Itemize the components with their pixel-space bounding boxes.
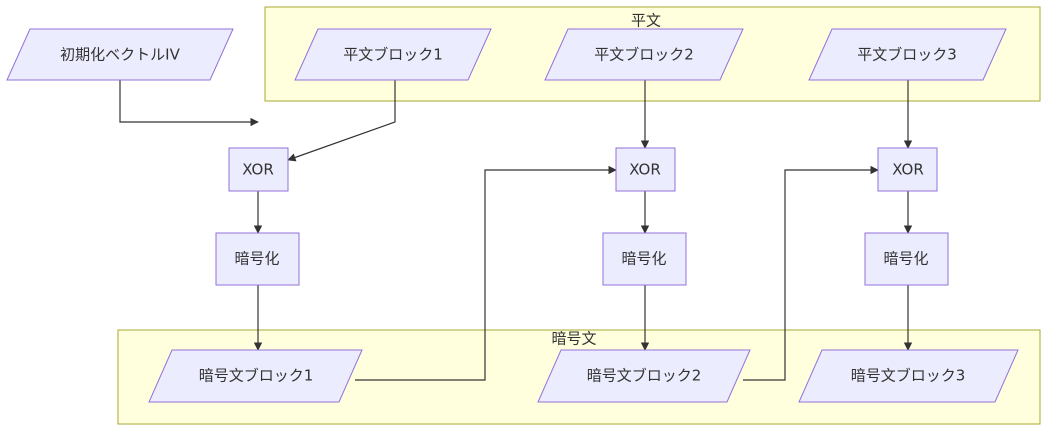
- node-xor3-shape: [877, 147, 938, 192]
- edges: [119, 80, 913, 381]
- node-p1: 平文ブロック1: [294, 28, 492, 81]
- node-xor3: XOR: [877, 147, 938, 192]
- node-c2: 暗号文ブロック2: [537, 349, 751, 403]
- node-p1-label: 平文ブロック1: [343, 46, 443, 64]
- node-iv-label: 初期化ベクトルIV: [60, 46, 180, 64]
- node-c3: 暗号文ブロック3: [798, 349, 1019, 403]
- node-enc3-label: 暗号化: [883, 250, 928, 268]
- node-c1-label: 暗号文ブロック1: [199, 367, 314, 385]
- node-iv-shape: [6, 28, 234, 81]
- node-xor2-label: XOR: [629, 161, 661, 179]
- node-c2-label: 暗号文ブロック2: [587, 367, 702, 385]
- node-xor1-shape: [228, 147, 289, 192]
- node-xor3-label: XOR: [892, 161, 924, 179]
- node-xor2: XOR: [615, 147, 676, 192]
- node-enc1: 暗号化: [215, 232, 300, 286]
- node-enc3-shape: [864, 232, 949, 286]
- edge-p1-to-xor1: [287, 80, 396, 162]
- cluster-ciphertext-label: 暗号文: [551, 330, 596, 348]
- node-xor1: XOR: [228, 147, 289, 192]
- node-enc3: 暗号化: [864, 232, 949, 286]
- node-enc2: 暗号化: [602, 232, 687, 286]
- node-enc1-shape: [215, 232, 300, 286]
- node-enc1-label: 暗号化: [234, 250, 279, 268]
- node-p2: 平文ブロック2: [544, 28, 744, 81]
- node-c2-shape: [537, 349, 751, 403]
- node-c1-shape: [148, 349, 363, 403]
- edge-iv-to-xor1: [119, 80, 259, 127]
- node-p2-label: 平文ブロック2: [594, 46, 694, 64]
- edge-c1-to-xor2: [355, 165, 617, 381]
- node-xor2-shape: [615, 147, 676, 192]
- node-c3-shape: [798, 349, 1019, 403]
- node-enc2-label: 暗号化: [621, 250, 666, 268]
- cluster-plaintext-label: 平文: [631, 12, 661, 30]
- node-p3: 平文ブロック3: [808, 28, 1007, 81]
- node-p1-shape: [294, 28, 492, 81]
- node-c3-label: 暗号文ブロック3: [851, 367, 966, 385]
- node-enc2-shape: [602, 232, 687, 286]
- edge-c2-to-xor3: [743, 165, 879, 381]
- node-iv: 初期化ベクトルIV: [6, 28, 234, 81]
- node-xor1-label: XOR: [242, 161, 274, 179]
- node-p3-shape: [808, 28, 1007, 81]
- node-p3-label: 平文ブロック3: [857, 46, 957, 64]
- node-c1: 暗号文ブロック1: [148, 349, 363, 403]
- node-p2-shape: [544, 28, 744, 81]
